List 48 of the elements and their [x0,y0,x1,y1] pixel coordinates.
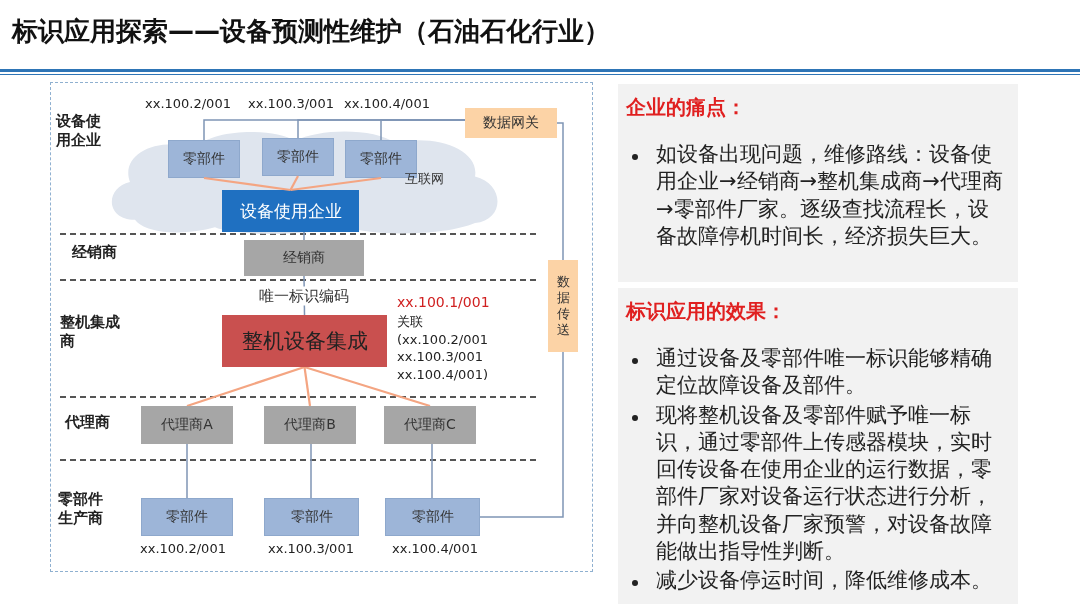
connector-line [556,122,564,261]
connector-line [186,365,305,408]
dealer-box: 代理商A [141,406,233,444]
dealer-box: 代理商C [384,406,476,444]
bullet-text: 减少设备停运时间，降低维修成本。 [626,567,1004,595]
id-code: xx.100.2/001 [140,541,226,556]
component-box: 零部件 [141,498,233,536]
integrator-box: 整机设备集成 [222,315,387,367]
gateway-box: 数据网关 [465,108,557,138]
info-panel [618,288,1018,604]
connector-line [289,175,299,191]
lane-label: 经销商 [72,243,118,262]
bullet-text: 通过设备及零部件唯一标识能够精确定位故障设备及部件。 [626,345,1004,400]
connector-line [304,365,431,408]
id-code: xx.100.3/001 [268,541,354,556]
dealer-box: 代理商B [264,406,356,444]
transfer-box: 数据传送 [548,260,578,352]
connector-line [186,443,188,499]
connector-line [203,176,291,192]
id-code: xx.100.3/001 [248,96,334,111]
lane-label: 零部件生产商 [58,490,104,528]
component-box: 零部件 [385,498,480,536]
connector-line [310,443,312,499]
connector-line [479,351,564,518]
connector-line [303,231,305,241]
component-box: 零部件 [262,138,334,176]
connector-line [290,176,382,192]
id-code: xx.100.4/001 [392,541,478,556]
bullet-text: 现将整机设备及零部件赋予唯一标识，通过零部件上传感器模块，实时回传设备在使用企业的运行数据，零部件厂家对设备运行状态进行分析，并向整机设备厂家预警，对设备故障能做出指导性判断。 [626,401,1004,566]
info-panel [618,84,1018,282]
id-code: xx.100.1/001 [397,294,490,310]
component-box: 零部件 [264,498,359,536]
connector-line [380,119,466,141]
panel-heading: 标识应用的效果： [626,298,787,325]
connector-line [431,443,433,499]
connector-line [303,366,312,407]
id-code: xx.100.4/001 [344,96,430,111]
lane-label: 设备使用企业 [56,112,102,150]
panel-heading: 企业的痛点： [626,94,747,121]
lane-label: 整机集成商 [60,313,121,351]
id-code: xx.100.2/001 [145,96,231,111]
id-code: 关联 (xx.100.2/001 xx.100.3/001 xx.100.4/001) [397,313,489,384]
dealer-box: 经销商 [244,240,364,276]
lane-label: 代理商 [65,413,111,432]
bullet-text: 如设备出现问题，维修路线：设备使用企业→经销商→整机集成商→代理商→零部件厂家。逐级查找流程长，设备故障停机时间长，经济损失巨大。 [626,141,1004,251]
slide-title: 标识应用探索——设备预测性维护（石油石化行业） [12,15,610,48]
enterprise-box: 设备使用企业 [222,190,359,232]
component-box: 零部件 [168,140,240,178]
